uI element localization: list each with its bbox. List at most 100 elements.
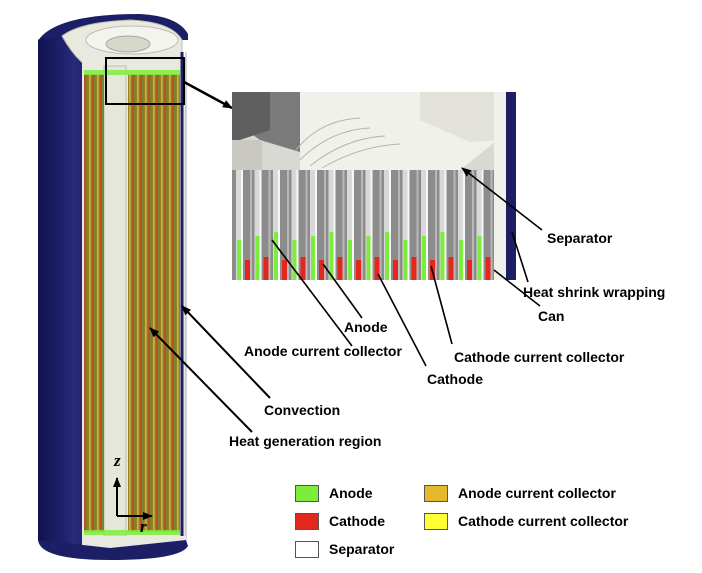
- fin-collector: [421, 170, 426, 280]
- fin-collector: [236, 170, 241, 280]
- legend-label-anode: Anode: [329, 485, 373, 501]
- battery-cell: [38, 14, 188, 560]
- fin-cathode: [319, 260, 324, 280]
- legend-label-cathode-current-collector: Cathode current collector: [458, 513, 629, 529]
- fin-cathode: [337, 257, 343, 280]
- fin-gap: [342, 170, 345, 280]
- fin-anode: [477, 236, 482, 280]
- fin-anode: [403, 240, 408, 280]
- fin-collector: [384, 170, 389, 280]
- fin-gap: [435, 170, 437, 280]
- fin-anode: [237, 240, 241, 280]
- legend-swatch-cathode: [295, 513, 319, 530]
- fin-separator: [259, 170, 262, 280]
- electrode-right: [128, 74, 180, 532]
- legend-swatch-anode: [295, 485, 319, 502]
- fin-cathode: [374, 257, 380, 280]
- label-anode-current-collector: Anode current collector: [244, 343, 402, 359]
- fin-separator: [426, 170, 428, 280]
- label-cathode: Cathode: [427, 371, 483, 387]
- fin-gap: [324, 170, 326, 280]
- label-cathode-current-collector: Cathode current collector: [454, 349, 625, 365]
- fin-collector: [328, 170, 334, 280]
- fin-cathode: [393, 260, 398, 280]
- fin-gap: [472, 170, 474, 280]
- legend-label-cathode: Cathode: [329, 513, 385, 529]
- label-can: Can: [538, 308, 565, 324]
- fin-separator: [352, 170, 354, 280]
- fin-separator: [481, 170, 484, 280]
- legend-label-separator: Separator: [329, 541, 395, 557]
- label-heat-shrink-wrapping: Heat shrink wrapping: [523, 284, 666, 300]
- fin-anode: [440, 232, 445, 280]
- fin-separator: [444, 170, 447, 280]
- fin-cathode: [245, 260, 250, 280]
- fin-collector: [365, 170, 371, 280]
- fin-cathode: [282, 260, 287, 280]
- label-separator: Separator: [547, 230, 613, 246]
- fin-anode: [385, 232, 389, 280]
- fin-separator: [241, 170, 243, 280]
- fin-gap: [490, 170, 493, 280]
- fin-separator: [333, 170, 336, 280]
- fin-gap: [379, 170, 382, 280]
- coordinate-axes: [113, 477, 153, 520]
- zoom-box: [105, 57, 185, 105]
- fin-anode: [329, 232, 334, 280]
- fin-anode: [459, 240, 463, 280]
- fin-cathode: [485, 257, 491, 280]
- fin-separator: [370, 170, 373, 280]
- fin-collector: [476, 170, 482, 280]
- label-heat-generation-region: Heat generation region: [229, 433, 382, 449]
- fin-gap: [453, 170, 456, 280]
- fin-separator: [315, 170, 317, 280]
- fin-collector: [347, 170, 352, 280]
- fin-collector: [402, 170, 408, 280]
- fin-separator: [296, 170, 299, 280]
- inset-detail: [232, 92, 516, 280]
- fin-cathode: [448, 257, 454, 280]
- fin-cathode: [467, 260, 472, 280]
- fin-anode: [311, 236, 315, 280]
- fin-cathode: [411, 257, 417, 280]
- fin-cathode: [300, 257, 306, 280]
- fin-gap: [287, 170, 289, 280]
- fin-collector: [273, 170, 278, 280]
- axis-r-label: r: [140, 517, 147, 536]
- fin-separator: [463, 170, 465, 280]
- label-convection: Convection: [264, 402, 341, 418]
- fin-anode: [422, 236, 426, 280]
- fin-collector: [254, 170, 260, 280]
- fin-separator: [407, 170, 410, 280]
- fin-collector: [439, 170, 445, 280]
- fin-collector: [458, 170, 463, 280]
- label-anode: Anode: [344, 319, 388, 335]
- fin-cathode: [263, 257, 269, 280]
- fin-gap: [361, 170, 363, 280]
- fin-anode: [292, 240, 297, 280]
- fin-anode: [274, 232, 278, 280]
- top-cap-hole: [105, 35, 151, 53]
- fin-anode: [255, 236, 260, 280]
- axis-z-label: z: [114, 451, 121, 470]
- legend-swatch-cathode-current-collector: [424, 513, 448, 530]
- fin-gap: [398, 170, 400, 280]
- fin-separator: [389, 170, 391, 280]
- fin-gap: [305, 170, 308, 280]
- fin-collector: [310, 170, 315, 280]
- fin-gap: [250, 170, 252, 280]
- fin-separator: [278, 170, 280, 280]
- legend-swatch-separator: [295, 541, 319, 558]
- leader-lines: [149, 167, 543, 433]
- fin-anode: [348, 240, 352, 280]
- fin-anode: [366, 236, 371, 280]
- fin-cathode: [356, 260, 361, 280]
- legend-label-anode-current-collector: Anode current collector: [458, 485, 616, 501]
- fin-collector: [291, 170, 297, 280]
- fin-gap: [416, 170, 419, 280]
- legend-swatch-anode-current-collector: [424, 485, 448, 502]
- fin-gap: [268, 170, 271, 280]
- electrode-left: [84, 74, 104, 532]
